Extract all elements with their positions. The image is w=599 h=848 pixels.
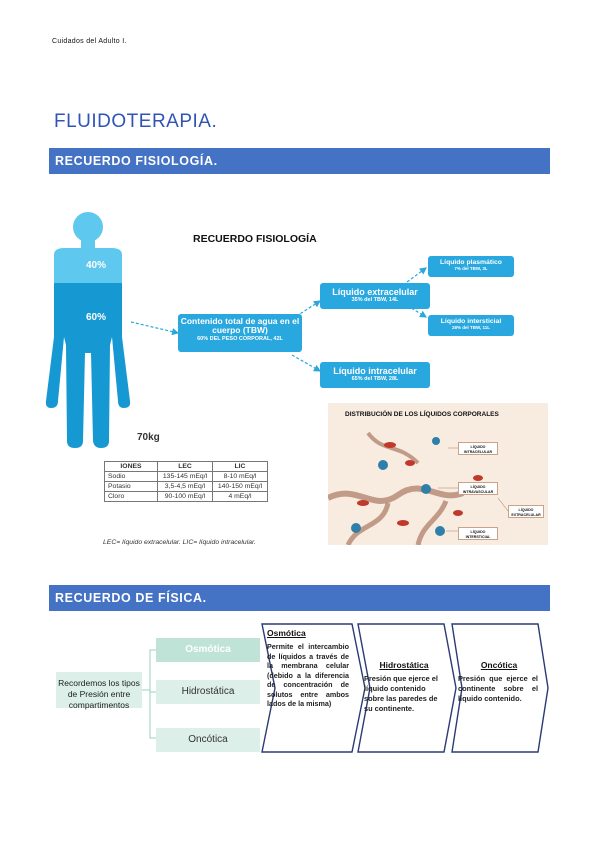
physics-diagram: [142, 623, 549, 753]
label-intracellular: LÍQUIDO INTRACELULAR: [458, 442, 498, 455]
col-hidrostatica-title: Hidrostática: [379, 660, 429, 670]
col-oncotica-title: Oncótica: [480, 660, 518, 670]
table-cell: Cloro: [104, 491, 158, 502]
box-total-sub: 60% DEL PESO CORPORAL, 42L: [197, 336, 283, 342]
table-cell: Potasio: [104, 481, 158, 492]
pressure-type-oncotica: Oncótica: [156, 728, 260, 752]
distribution-illustration: [328, 403, 548, 545]
table-cell: 8-10 mEq/l: [212, 471, 268, 482]
box-total-water: Contenido total de agua en el cuerpo (TB…: [178, 314, 302, 352]
box-interst-sub: 28% del TBW, 11L: [451, 325, 490, 330]
section-heading-physics: RECUERDO DE FÍSICA.: [49, 585, 550, 611]
body-percent-top: 40%: [86, 260, 107, 271]
table-row: Cloro 90-100 mEq/l 4 mEq/l: [104, 491, 268, 502]
ions-table: IONES LEC LIC Sodio 135-145 mEq/l 8-10 m…: [104, 461, 268, 502]
physiology-diagram: [45, 212, 428, 448]
table-header-cell: IONES: [104, 461, 158, 472]
label-intravascular: LÍQUIDO INTRAVASCULAR: [458, 482, 498, 495]
col-osmotica-text: Permite el intercambio de líquidos a tra…: [267, 642, 349, 708]
box-total-main: Contenido total de agua en el cuerpo (TB…: [180, 316, 300, 335]
box-extra-sub: 35% del TBW, 14L: [351, 297, 399, 303]
box-plasma: Líquido plasmático 7% del TBW, 3L: [428, 256, 514, 277]
body-weight: 70kg: [137, 432, 160, 443]
box-intra-sub: 65% del TBW, 28L: [351, 376, 399, 382]
human-body-icon: [45, 212, 131, 448]
table-cell: 90-100 mEq/l: [157, 491, 213, 502]
table-row: Sodio 135-145 mEq/l 8-10 mEq/l: [104, 471, 268, 482]
box-plasma-main: Líquido plasmático: [440, 259, 502, 266]
pressure-intro-box: Recordemos los tipos de Presión entre co…: [56, 672, 142, 710]
section-heading-physiology: RECUERDO FISIOLOGÍA.: [49, 148, 550, 174]
box-extracellular: Líquido extracelular 35% del TBW, 14L: [320, 283, 430, 309]
label-interstitial: LÍQUIDO INTERSTICIAL: [458, 527, 498, 540]
distribution-title: DISTRIBUCIÓN DE LOS LÍQUIDOS CORPORALES: [345, 411, 499, 418]
table-header-cell: LIC: [212, 461, 268, 472]
col-oncotica-text: Presión que ejerce el continente sobre e…: [458, 674, 538, 703]
table-header-row: IONES LEC LIC: [104, 461, 268, 472]
box-interst-main: Líquido intersticial: [440, 318, 502, 325]
table-cell: Sodio: [104, 471, 158, 482]
body-percent-bottom: 60%: [86, 312, 107, 323]
col-hidrostatica-text: Presión que ejerce el líquido contenido …: [364, 674, 438, 713]
box-intracellular: Líquido intracelular 65% del TBW, 28L: [320, 362, 430, 388]
document-title: FLUIDOTERAPIA.: [54, 111, 218, 132]
pressure-type-hidrostatica: Hidrostática: [156, 680, 260, 704]
table-cell: 3,5-4,5 mEq/l: [157, 481, 213, 492]
box-plasma-sub: 7% del TBW, 3L: [454, 266, 488, 271]
pressure-type-osmotica: Osmótica: [156, 638, 260, 662]
table-cell: 140-150 mEq/l: [212, 481, 268, 492]
page-header: Cuidados del Adulto I.: [52, 38, 127, 45]
col-osmotica-title: Osmótica: [267, 628, 306, 638]
box-intra-main: Líquido intracelular: [333, 366, 417, 376]
table-row: Potasio 3,5-4,5 mEq/l 140-150 mEq/l: [104, 481, 268, 492]
figure-title: RECUERDO FISIOLOGÍA: [193, 233, 317, 245]
table-header-cell: LEC: [157, 461, 213, 472]
label-extracellular: LÍQUIDO EXTRACELULAR: [508, 505, 544, 518]
table-note: LEC= líquido extracelular. LIC= líquido …: [103, 539, 256, 546]
table-cell: 4 mEq/l: [212, 491, 268, 502]
table-cell: 135-145 mEq/l: [157, 471, 213, 482]
cells-illustration: [328, 431, 509, 545]
box-interstitial: Líquido intersticial 28% del TBW, 11L: [428, 315, 514, 336]
box-extra-main: Líquido extracelular: [332, 287, 418, 297]
